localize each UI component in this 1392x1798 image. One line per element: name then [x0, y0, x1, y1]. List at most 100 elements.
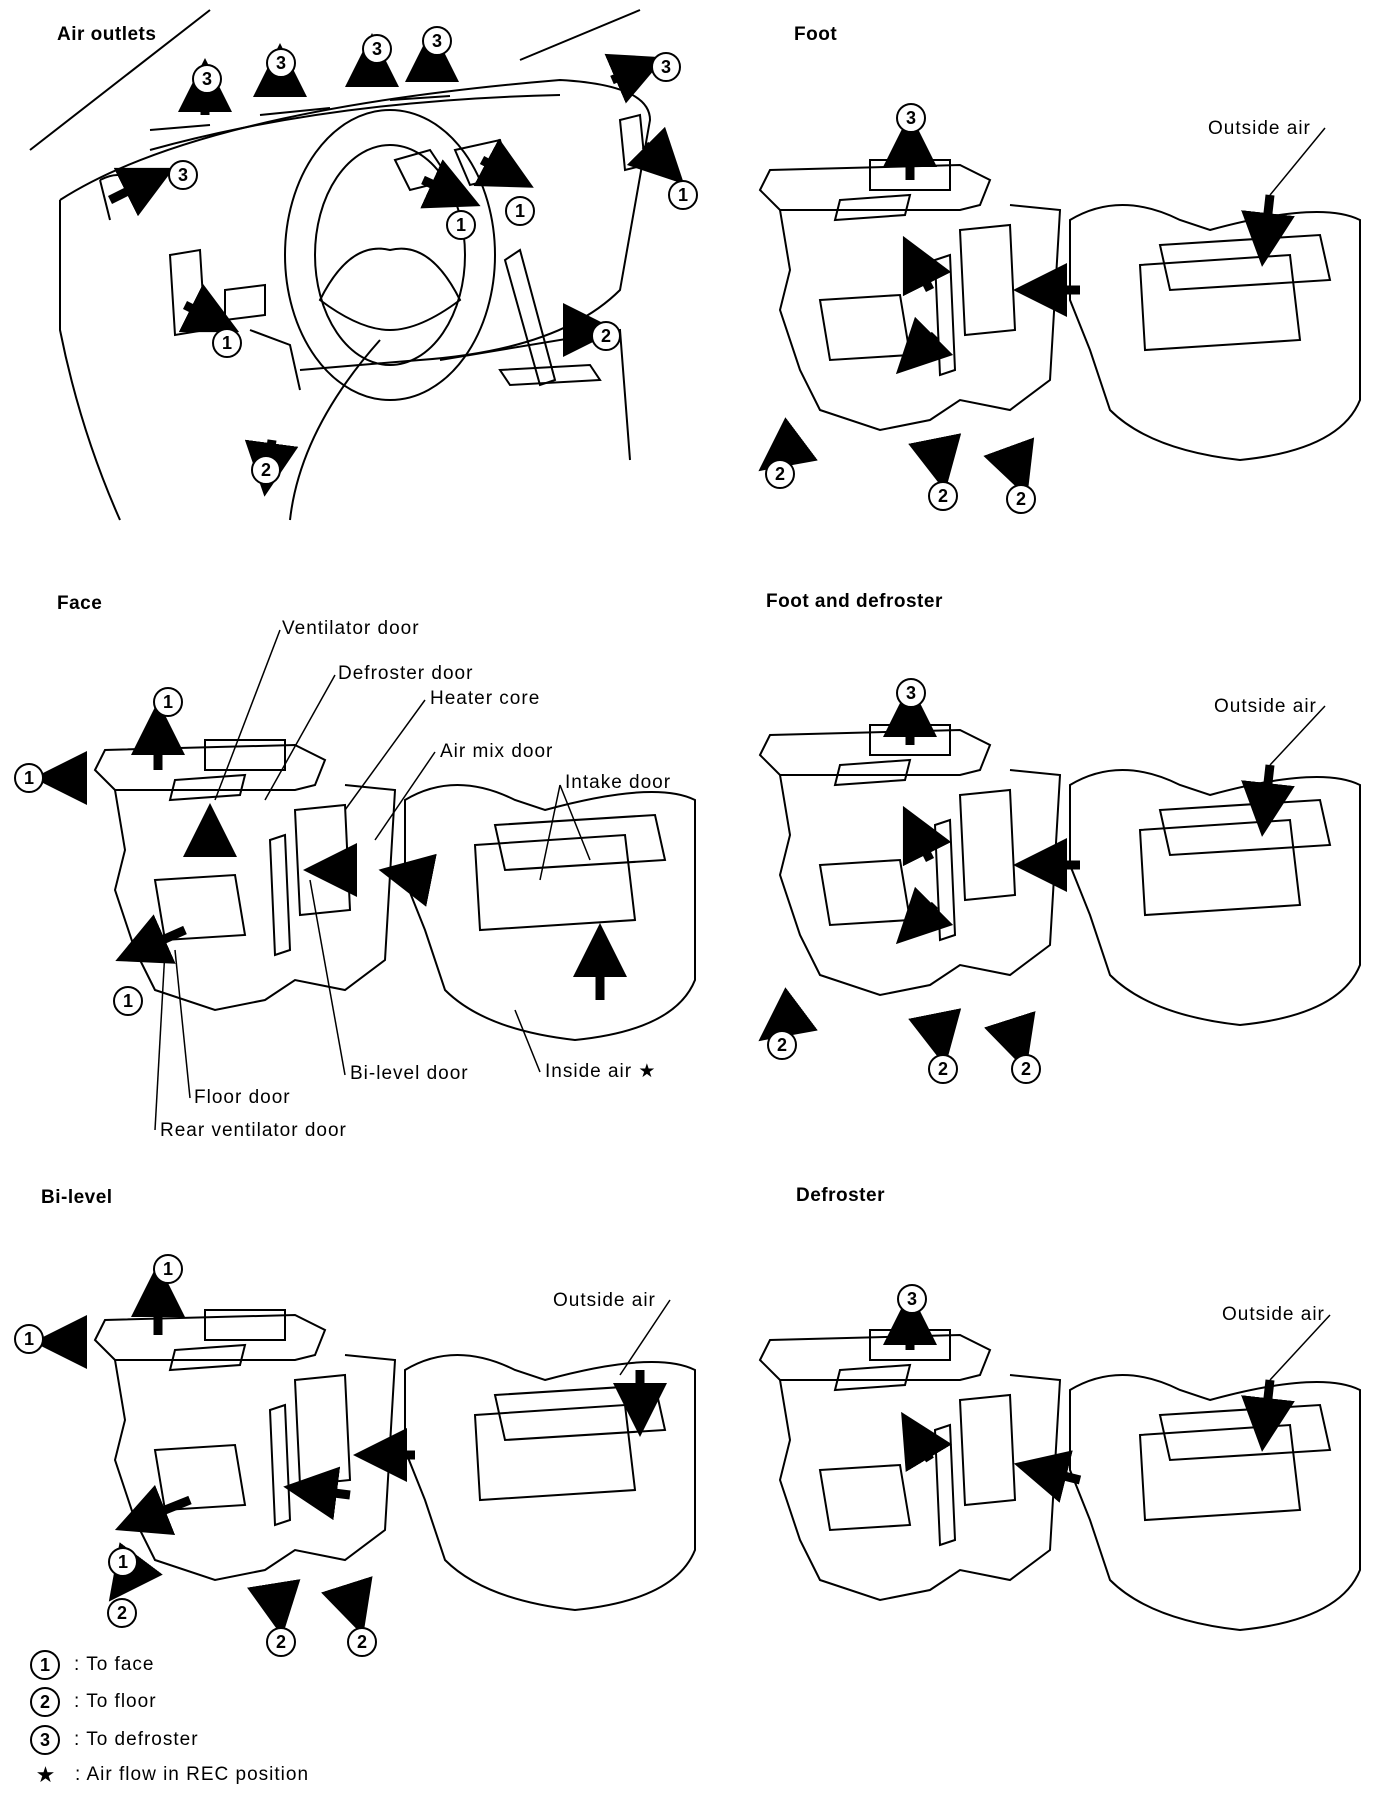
- label-leader-line: [1269, 705, 1326, 766]
- hvac-unit-foot: [758, 159, 1361, 462]
- label-outside-air: Outside air: [1222, 1304, 1325, 1325]
- marker-floor: 2: [251, 455, 281, 485]
- label-leader-line: [619, 1299, 671, 1376]
- hvac-unit-defroster: [758, 1329, 1361, 1632]
- airflow-arrow: [895, 316, 954, 375]
- airflow-arrow: [626, 126, 685, 185]
- legend-item-to-defroster: 3 : To defroster: [30, 1725, 199, 1755]
- panel-title-air-outlets: Air outlets: [57, 24, 157, 45]
- hvac-unit-bi-level: [93, 1309, 696, 1612]
- label-leader-line: [1269, 127, 1326, 196]
- label-leader-line: [1269, 1314, 1331, 1381]
- marker-floor: 2: [1006, 484, 1036, 514]
- label-bi-level-door: Bi-level door: [350, 1063, 469, 1084]
- legend-symbol: 3: [30, 1725, 60, 1755]
- marker-face: 1: [113, 986, 143, 1016]
- airflow-arrow: [908, 1008, 962, 1067]
- marker-floor: 2: [928, 1054, 958, 1084]
- marker-floor: 2: [591, 321, 621, 351]
- airflow-arrow: [983, 437, 1035, 498]
- airflow-arrow: [984, 1011, 1036, 1071]
- label-heater-core: Heater core: [430, 688, 541, 709]
- airflow-arrow: [1241, 764, 1295, 837]
- marker-face: 1: [153, 1254, 183, 1284]
- marker-defroster: 3: [651, 52, 681, 82]
- marker-face: 1: [14, 1324, 44, 1354]
- airflow-arrow: [604, 53, 665, 104]
- airflow-arrow: [107, 167, 175, 217]
- airflow-arrow: [1013, 1450, 1082, 1503]
- panel-title-face: Face: [57, 593, 103, 614]
- marker-defroster: 3: [362, 34, 392, 64]
- label-leader-line: [539, 784, 561, 881]
- airflow-arrow: [378, 853, 437, 907]
- marker-face: 1: [212, 328, 242, 358]
- label-leader-line: [264, 674, 336, 801]
- label-leader-line: [174, 949, 191, 1099]
- airflow-arrow: [321, 1576, 373, 1636]
- airflow-arrow: [901, 1411, 953, 1473]
- legend-symbol: 2: [30, 1687, 60, 1717]
- marker-floor: 2: [347, 1627, 377, 1657]
- panel-title-defroster: Defroster: [796, 1185, 885, 1206]
- label-outside-air: Outside air: [1208, 118, 1311, 139]
- label-leader-line: [374, 751, 436, 841]
- marker-defroster: 3: [168, 160, 198, 190]
- airflow-arrow: [895, 886, 954, 945]
- label-leader-line: [154, 949, 166, 1131]
- airflow-arrow: [178, 283, 240, 333]
- marker-defroster: 3: [896, 678, 926, 708]
- airflow-arrow: [908, 433, 962, 492]
- marker-floor: 2: [767, 1030, 797, 1060]
- legend-item-to-face: 1 : To face: [30, 1650, 154, 1680]
- marker-floor: 2: [107, 1598, 137, 1628]
- label-leader-line: [559, 784, 591, 861]
- label-defroster-door: Defroster door: [338, 663, 474, 684]
- marker-face: 1: [505, 196, 535, 226]
- label-floor-door: Floor door: [194, 1087, 291, 1108]
- label-intake-door: Intake door: [565, 772, 672, 793]
- legend-item-rec-position: ★ : Air flow in REC position: [30, 1760, 309, 1790]
- airflow-arrow: [115, 914, 187, 964]
- label-leader-line: [514, 1009, 541, 1073]
- airflow-arrow: [114, 1484, 192, 1536]
- panel-title-bi-level: Bi-level: [41, 1187, 113, 1208]
- label-leader-line: [309, 879, 346, 1076]
- marker-defroster: 3: [266, 48, 296, 78]
- airflow-arrow: [420, 159, 481, 209]
- marker-face: 1: [108, 1547, 138, 1577]
- airflow-arrow: [473, 138, 534, 188]
- label-inside-air: Inside air ★: [545, 1061, 657, 1082]
- dashboard-illustration: [29, 9, 652, 521]
- label-ventilator-door: Ventilator door: [282, 618, 420, 639]
- airflow-arrow: [1241, 194, 1295, 267]
- label-outside-air: Outside air: [1214, 696, 1317, 717]
- airflow-arrow: [902, 235, 952, 297]
- legend-text: : To defroster: [74, 1729, 199, 1750]
- label-leader-line: [214, 629, 281, 801]
- marker-floor: 2: [266, 1627, 296, 1657]
- marker-defroster: 3: [896, 103, 926, 133]
- marker-face: 1: [668, 180, 698, 210]
- label-outside-air: Outside air: [553, 1290, 656, 1311]
- label-rear-ventilator-door: Rear ventilator door: [160, 1120, 347, 1141]
- legend-text: : To face: [74, 1654, 155, 1675]
- star-icon: ★: [35, 1762, 56, 1787]
- marker-face: 1: [14, 763, 44, 793]
- airflow-arrow: [247, 1579, 301, 1637]
- marker-defroster: 3: [897, 1284, 927, 1314]
- airflow-arrow: [758, 417, 818, 472]
- marker-face: 1: [446, 210, 476, 240]
- marker-floor: 2: [1011, 1054, 1041, 1084]
- airflow-arrow: [758, 987, 818, 1042]
- legend-text: : To floor: [74, 1691, 157, 1712]
- panel-title-foot-and-defroster: Foot and defroster: [766, 591, 943, 612]
- airflow-arrow: [1241, 1379, 1295, 1452]
- panel-title-foot: Foot: [794, 24, 838, 45]
- marker-defroster: 3: [422, 26, 452, 56]
- airflow-arrow: [283, 1466, 351, 1521]
- marker-face: 1: [153, 687, 183, 717]
- marker-floor: 2: [765, 459, 795, 489]
- airflow-arrow: [902, 805, 952, 867]
